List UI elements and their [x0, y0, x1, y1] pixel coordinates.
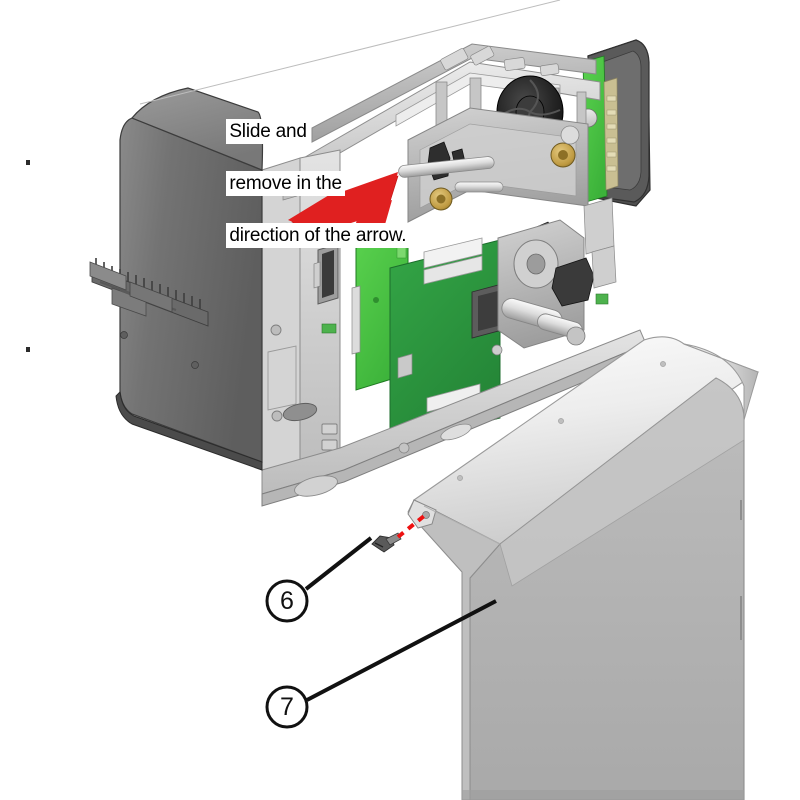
callout-7-label: 7	[280, 693, 294, 721]
callout-7-leader	[306, 599, 497, 702]
frame-handle-slot	[282, 402, 318, 422]
pcb-bracket	[351, 285, 361, 355]
connector-pins	[606, 95, 617, 172]
parallel-port-cavity	[322, 250, 334, 298]
callout-6-label: 6	[280, 587, 294, 615]
mech-small-plates	[583, 197, 617, 289]
cover-mount-tab	[407, 499, 437, 529]
callout-7: 7	[265, 599, 497, 729]
top-rail-blocks	[440, 46, 560, 76]
solenoid-block	[551, 257, 595, 307]
instruction-line-1: Slide and	[228, 121, 308, 142]
cover-bottom-edge	[462, 790, 744, 800]
side-cover-dark	[91, 0, 561, 471]
mech-led	[595, 293, 609, 305]
rear-cover-panel	[407, 336, 760, 800]
base-foot-slot	[294, 475, 338, 497]
cover-shoulder	[683, 343, 759, 421]
crop-tick-top	[26, 160, 30, 165]
pcb-via	[373, 297, 379, 303]
crop-tick-bottom	[26, 347, 30, 352]
callout-7-circle	[265, 685, 309, 729]
screw	[371, 532, 402, 553]
callout-6: 6	[265, 536, 373, 623]
side-cover-screw-b	[191, 361, 199, 369]
instruction-text: Slide and remove in the direction of the…	[208, 93, 408, 275]
brass-fastener-lower-hole	[436, 194, 446, 204]
brass-fastener-upper-hole	[558, 150, 568, 160]
callout-6-leader	[304, 536, 373, 591]
lower-mechanism	[497, 197, 617, 349]
drive-pulley-hub	[526, 253, 546, 275]
roller-shaft	[398, 156, 495, 178]
callout-6-circle	[265, 579, 309, 623]
chip-package-top	[478, 291, 498, 331]
led-indicator	[321, 323, 337, 334]
frame-screw-mid	[270, 324, 282, 336]
roller-shaft-short	[454, 181, 504, 193]
mainboard-components	[397, 237, 503, 413]
instruction-line-2: remove in the	[228, 173, 343, 194]
dimm-slot-b	[423, 255, 483, 285]
cover-dimple-a	[660, 361, 666, 367]
base-screw	[398, 442, 410, 454]
connector-strip-tan	[603, 77, 619, 191]
assembly-axis	[396, 514, 426, 539]
frame-recess	[267, 345, 297, 411]
parallel-port-flange	[313, 261, 321, 289]
pcb-card-tab	[396, 245, 407, 259]
cover-dimple-b	[558, 418, 564, 424]
frame-screw-lower	[271, 410, 283, 422]
side-cover-bracket	[89, 261, 173, 313]
cover-crease	[423, 505, 501, 545]
pcb-dark-green	[389, 237, 503, 447]
side-cover-bottom-edge	[115, 390, 263, 471]
screw-slot	[374, 542, 384, 548]
cover-corner-blend	[499, 377, 745, 587]
mechanism-roller-cap	[560, 125, 580, 145]
cover-dimple-c	[457, 475, 463, 481]
side-cover-top	[131, 87, 264, 171]
base-hole	[440, 423, 472, 441]
side-cover-screw-a	[120, 331, 128, 339]
instruction-line-3: direction of the arrow.	[228, 225, 408, 246]
board-mount-screw	[491, 344, 503, 356]
idler-gear	[566, 326, 586, 346]
board-standoff	[397, 353, 413, 379]
cover-guide-line	[139, 0, 561, 105]
dimm-slot-a	[423, 237, 483, 269]
